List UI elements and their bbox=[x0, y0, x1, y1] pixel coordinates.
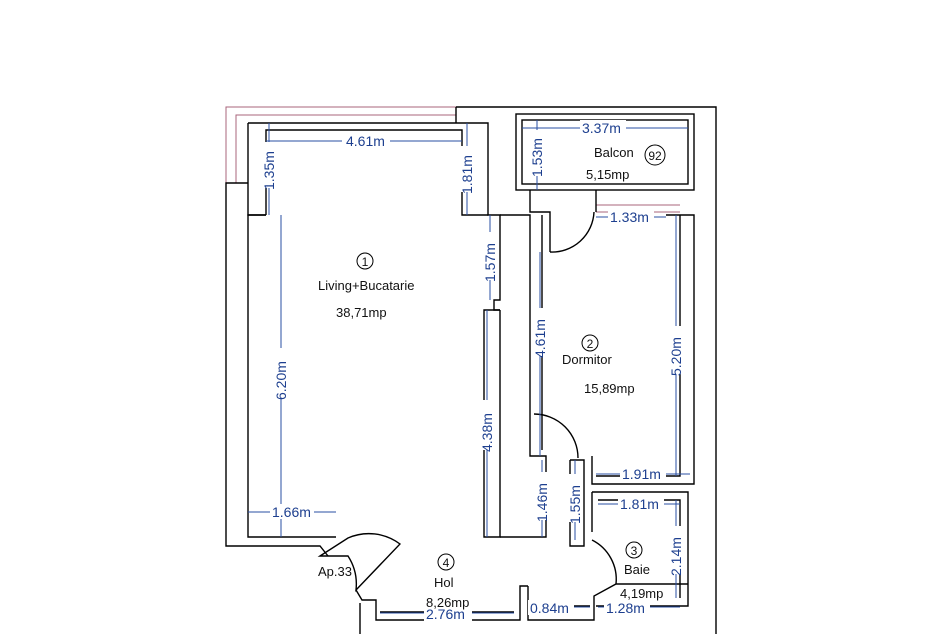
room-name: Hol bbox=[434, 575, 454, 590]
room-number: 92 bbox=[648, 149, 662, 163]
room-balcony: Balcon 92 5,15mp bbox=[586, 144, 666, 182]
dim-living-top: 4.61m bbox=[346, 133, 385, 149]
dim-bedroom-top: 1.33m bbox=[610, 209, 649, 225]
room-area: 15,89mp bbox=[584, 381, 635, 396]
room-bath: 3 Baie 4,19mp bbox=[620, 541, 663, 601]
dim-living-bottom: 1.66m bbox=[272, 504, 311, 520]
dim-living-right-mid: 1.57m bbox=[482, 243, 498, 282]
dim-living-right-lower: 4.38m bbox=[479, 413, 495, 452]
room-name: Dormitor bbox=[562, 352, 613, 367]
room-name: Living+Bucatarie bbox=[318, 278, 414, 293]
room-number: 2 bbox=[587, 337, 594, 351]
room-number-circle bbox=[437, 553, 455, 571]
room-area: 8,26mp bbox=[426, 595, 469, 610]
room-name: Baie bbox=[624, 562, 650, 577]
dim-hall-right: 1.55m bbox=[567, 485, 583, 524]
room-number-circle bbox=[625, 541, 643, 559]
room-number-circle bbox=[644, 144, 666, 166]
dim-living-left-upper: 1.35m bbox=[261, 151, 277, 190]
dim-hall-bottom: 2.76m bbox=[426, 606, 465, 622]
dimension-labels: 4.61m 1.35m 1.81m 1.57m 6.20m 4.38m 1.66… bbox=[261, 120, 684, 622]
room-hall: 4 Hol 8,26mp bbox=[426, 553, 469, 610]
dim-hall-left: 1.46m bbox=[534, 483, 550, 522]
dim-living-right-upper: 1.81m bbox=[459, 155, 475, 194]
dim-living-height: 6.20m bbox=[273, 361, 289, 400]
room-area: 4,19mp bbox=[620, 586, 663, 601]
doors bbox=[317, 211, 617, 592]
dim-bedroom-left: 4.61m bbox=[532, 319, 548, 358]
room-number: 3 bbox=[631, 544, 638, 558]
room-bedroom: 2 Dormitor 15,89mp bbox=[562, 334, 635, 396]
room-area: 5,15mp bbox=[586, 167, 629, 182]
room-number: 4 bbox=[443, 556, 450, 570]
dim-bath-bottom: 1.28m bbox=[606, 600, 645, 616]
room-number-circle bbox=[356, 252, 374, 270]
dim-bath-top: 1.81m bbox=[620, 496, 659, 512]
dim-bedroom-bottom: 1.91m bbox=[622, 466, 661, 482]
room-number-circle bbox=[581, 334, 599, 352]
room-number: 1 bbox=[362, 255, 369, 269]
dim-bedroom-right: 5.20m bbox=[668, 337, 684, 376]
dim-bath-height: 2.14m bbox=[668, 537, 684, 576]
dim-hall-small: 0.84m bbox=[530, 600, 569, 616]
room-living: 1 Living+Bucatarie 38,71mp bbox=[318, 252, 414, 320]
room-area: 38,71mp bbox=[336, 305, 387, 320]
apartment-label: Ap.33 bbox=[318, 564, 352, 579]
room-name: Balcon bbox=[594, 145, 634, 160]
dim-balcony-width: 3.37m bbox=[582, 120, 621, 136]
dim-balcony-height: 1.53m bbox=[529, 138, 545, 177]
